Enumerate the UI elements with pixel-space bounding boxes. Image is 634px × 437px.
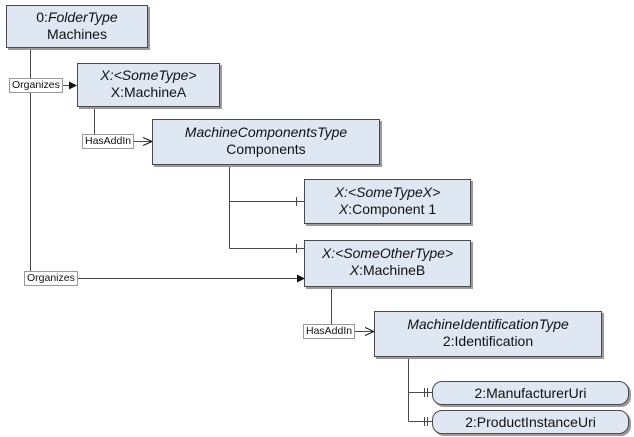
node-component-1-name: :Component 1 (348, 201, 437, 217)
node-machine-b-type: X:<SomeOtherType> (321, 245, 454, 261)
label-organizes-machine-b: Organizes (24, 271, 78, 286)
label-hasaddin-identification: HasAddIn (303, 324, 356, 339)
node-machines-name: Machines (47, 26, 107, 42)
node-machines-type-prefix: 0: (36, 9, 48, 25)
node-identification-type: MachineIdentificationType (407, 316, 569, 332)
node-machine-a[interactable]: X:<SomeType> X:MachineA (77, 63, 220, 107)
label-organizes-machine-a: Organizes (9, 78, 63, 93)
node-product-instance-uri[interactable]: 2:ProductInstanceUri (432, 410, 629, 434)
node-component-1[interactable]: X:<SomeTypeX> X:Component 1 (304, 179, 471, 224)
node-machine-b-name: :MachineB (359, 262, 426, 278)
node-machine-b[interactable]: X:<SomeOtherType> X:MachineB (304, 240, 471, 287)
label-hasaddin-components: HasAddIn (82, 134, 135, 149)
node-product-instance-uri-name: 2:ProductInstanceUri (465, 414, 596, 430)
node-identification[interactable]: MachineIdentificationType 2:Identificati… (374, 311, 602, 357)
node-components-name: Components (226, 141, 306, 157)
node-machines[interactable]: 0:FolderType Machines (6, 5, 148, 48)
node-machines-type: FolderType (47, 9, 118, 25)
node-identification-name: 2:Identification (442, 333, 534, 349)
node-manufacturer-uri-name: 2:ManufacturerUri (474, 385, 587, 401)
node-machine-a-type: X:<SomeType> (100, 67, 197, 83)
node-components-type: MachineComponentsType (184, 124, 348, 140)
node-machine-a-name: X:MachineA (110, 84, 187, 100)
node-machine-b-name-prefix: X (349, 262, 360, 278)
node-component-1-name-prefix: X (338, 201, 349, 217)
node-component-1-type: X:<SomeTypeX> (334, 184, 441, 200)
node-components[interactable]: MachineComponentsType Components (152, 119, 380, 165)
node-manufacturer-uri[interactable]: 2:ManufacturerUri (432, 381, 629, 405)
